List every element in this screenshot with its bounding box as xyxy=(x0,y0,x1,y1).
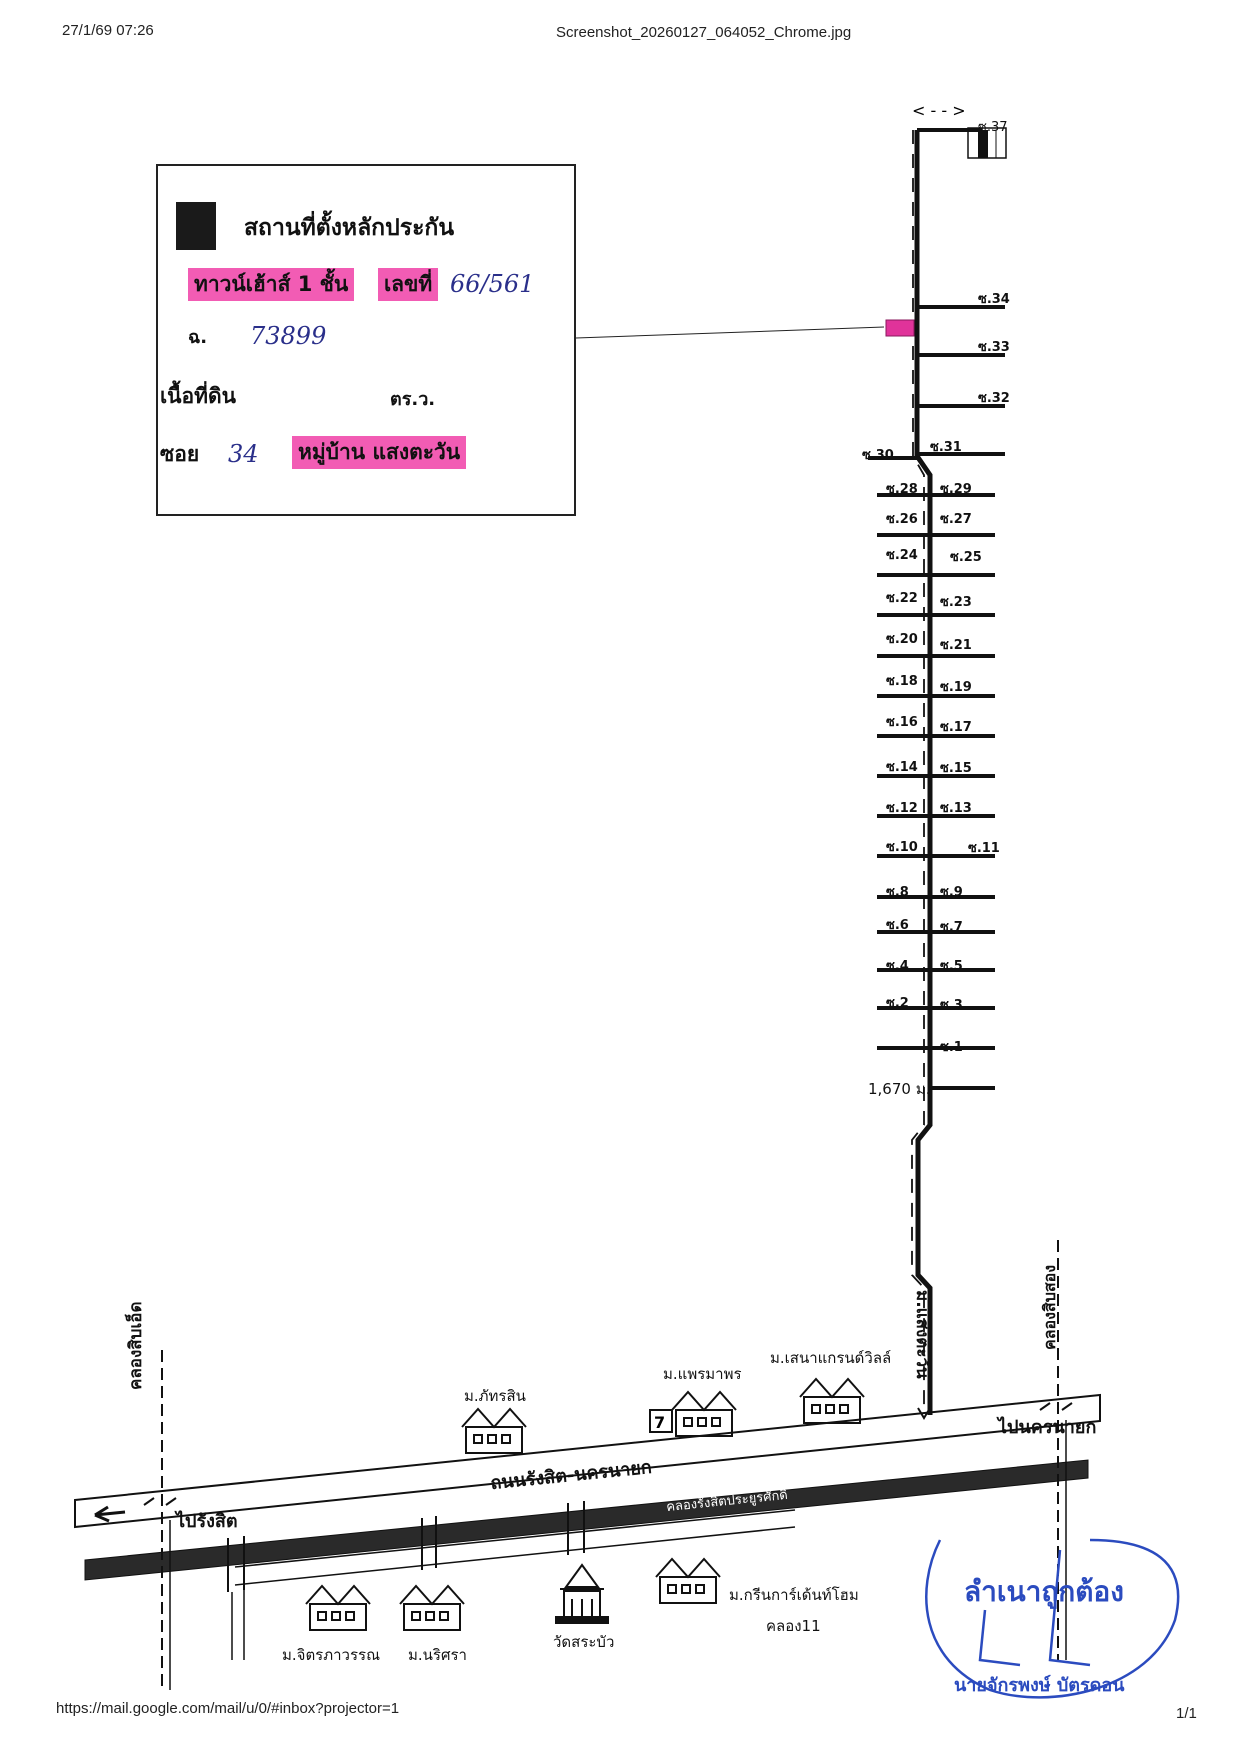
village-nisira: ม.นริศรา xyxy=(408,1646,467,1664)
land-area-label: เนื้อที่ดิน xyxy=(160,384,236,408)
soi-label-5: ซ.5 xyxy=(940,959,963,974)
distance-label: 1,670 ม. xyxy=(868,1080,931,1098)
collateral-marker-swatch xyxy=(176,202,216,250)
temple-srabua: วัดสระบัว xyxy=(553,1633,615,1651)
soi-label-12: ซ.12 xyxy=(886,801,918,816)
house-no-value: 66/561 xyxy=(450,270,535,298)
soi-label-31: ซ.31 xyxy=(930,440,962,455)
soi-label-18: ซ.18 xyxy=(886,674,918,689)
soi-label-23: ซ.23 xyxy=(940,595,972,610)
canal-right-label: คลองสิบสอง xyxy=(1040,1264,1059,1350)
footer-url: https://mail.google.com/mail/u/0/#inbox?… xyxy=(56,1700,400,1717)
legend-title: สถานที่ตั้งหลักประกัน xyxy=(244,215,455,241)
soi-label-16: ซ.16 xyxy=(886,715,918,730)
village-phatsin: ม.ภัทรสิน xyxy=(464,1387,526,1405)
village-road-label: ม.แสงตะวัน xyxy=(912,1290,932,1379)
soi-label: ซอย xyxy=(160,442,200,466)
soi-label-8: ซ.8 xyxy=(886,885,909,900)
village-greengarden: ม.กรีนการ์เด้นท์โฮม xyxy=(729,1586,859,1604)
house-no-label: เลขที่ xyxy=(378,268,439,301)
village-jiraphaworn: ม.จิตรภาวรรณ xyxy=(282,1646,381,1664)
deed-label: ฉ. xyxy=(188,327,208,348)
village-phraemaphon: ม.แพรมาพร xyxy=(663,1365,742,1383)
certified-stamp-text: ลำเนาถูกต้อง xyxy=(964,1575,1124,1608)
soi-label-33: ซ.33 xyxy=(978,340,1010,355)
print-filename: Screenshot_20260127_064052_Chrome.jpg xyxy=(556,24,852,41)
soi-label-7: ซ.7 xyxy=(940,920,963,935)
soi-label-29: ซ.29 xyxy=(940,482,972,497)
soi-label-19: ซ.19 xyxy=(940,680,972,695)
deed-value: 73899 xyxy=(250,322,327,350)
property-type: ทาวน์เฮ้าส์ 1 ชั้น xyxy=(188,268,355,301)
soi-label-4: ซ.4 xyxy=(886,959,909,974)
village-name: หมู่บ้าน แสงตะวัน xyxy=(292,436,467,469)
soi-label-25: ซ.25 xyxy=(950,550,982,565)
soi-label-10: ซ.10 xyxy=(886,840,918,855)
soi-label-15: ซ.15 xyxy=(940,761,972,776)
soi-label-14: ซ.14 xyxy=(886,760,918,775)
soi-label-20: ซ.20 xyxy=(886,632,918,647)
soi-label-27: ซ.27 xyxy=(940,512,972,527)
print-datetime: 27/1/69 07:26 xyxy=(62,22,154,39)
soi-label-3: ซ.3 xyxy=(940,998,963,1013)
footer-page: 1/1 xyxy=(1176,1705,1197,1722)
soi-label-6: ซ.6 xyxy=(886,918,909,933)
soi-value: 34 xyxy=(228,440,259,468)
to-nakhon-nayok-label: ไปนครนายก xyxy=(998,1417,1097,1438)
soi-label-37: ซ.37 xyxy=(978,120,1008,135)
collateral-legend xyxy=(156,164,576,516)
canal-left-label: คลองสิบเอ็ด xyxy=(126,1301,146,1390)
soi-label-28: ซ.28 xyxy=(886,482,918,497)
soi-label-2: ซ.2 xyxy=(886,996,909,1011)
soi-label-32: ซ.32 xyxy=(978,391,1010,406)
svg-text:7: 7 xyxy=(654,1413,665,1432)
soi-label-26: ซ.26 xyxy=(886,512,918,527)
soi-label-24: ซ.24 xyxy=(886,548,918,563)
signature-name: นายจักรพงษ์ บัตรดอน xyxy=(954,1675,1125,1696)
soi-label-13: ซ.13 xyxy=(940,801,972,816)
to-rangsit-label: ไปรังสิต xyxy=(176,1511,238,1532)
soi-label-21: ซ.21 xyxy=(940,638,972,653)
soi-label-1: ซ.1 xyxy=(940,1040,963,1055)
svg-text:< - - >: < - - > xyxy=(912,101,966,120)
khlong-11-label: คลอง11 xyxy=(766,1617,821,1635)
soi-label-22: ซ.22 xyxy=(886,591,918,606)
soi-label-34: ซ.34 xyxy=(978,292,1010,307)
soi-label-17: ซ.17 xyxy=(940,720,972,735)
soi-label-11: ซ.11 xyxy=(968,841,1000,856)
soi-label-9: ซ.9 xyxy=(940,885,963,900)
soi-label-30: ซ.30 xyxy=(862,448,894,463)
area-unit-label: ตร.ว. xyxy=(390,389,436,410)
village-senagrandville: ม.เสนาแกรนด์วิลล์ xyxy=(770,1349,892,1367)
